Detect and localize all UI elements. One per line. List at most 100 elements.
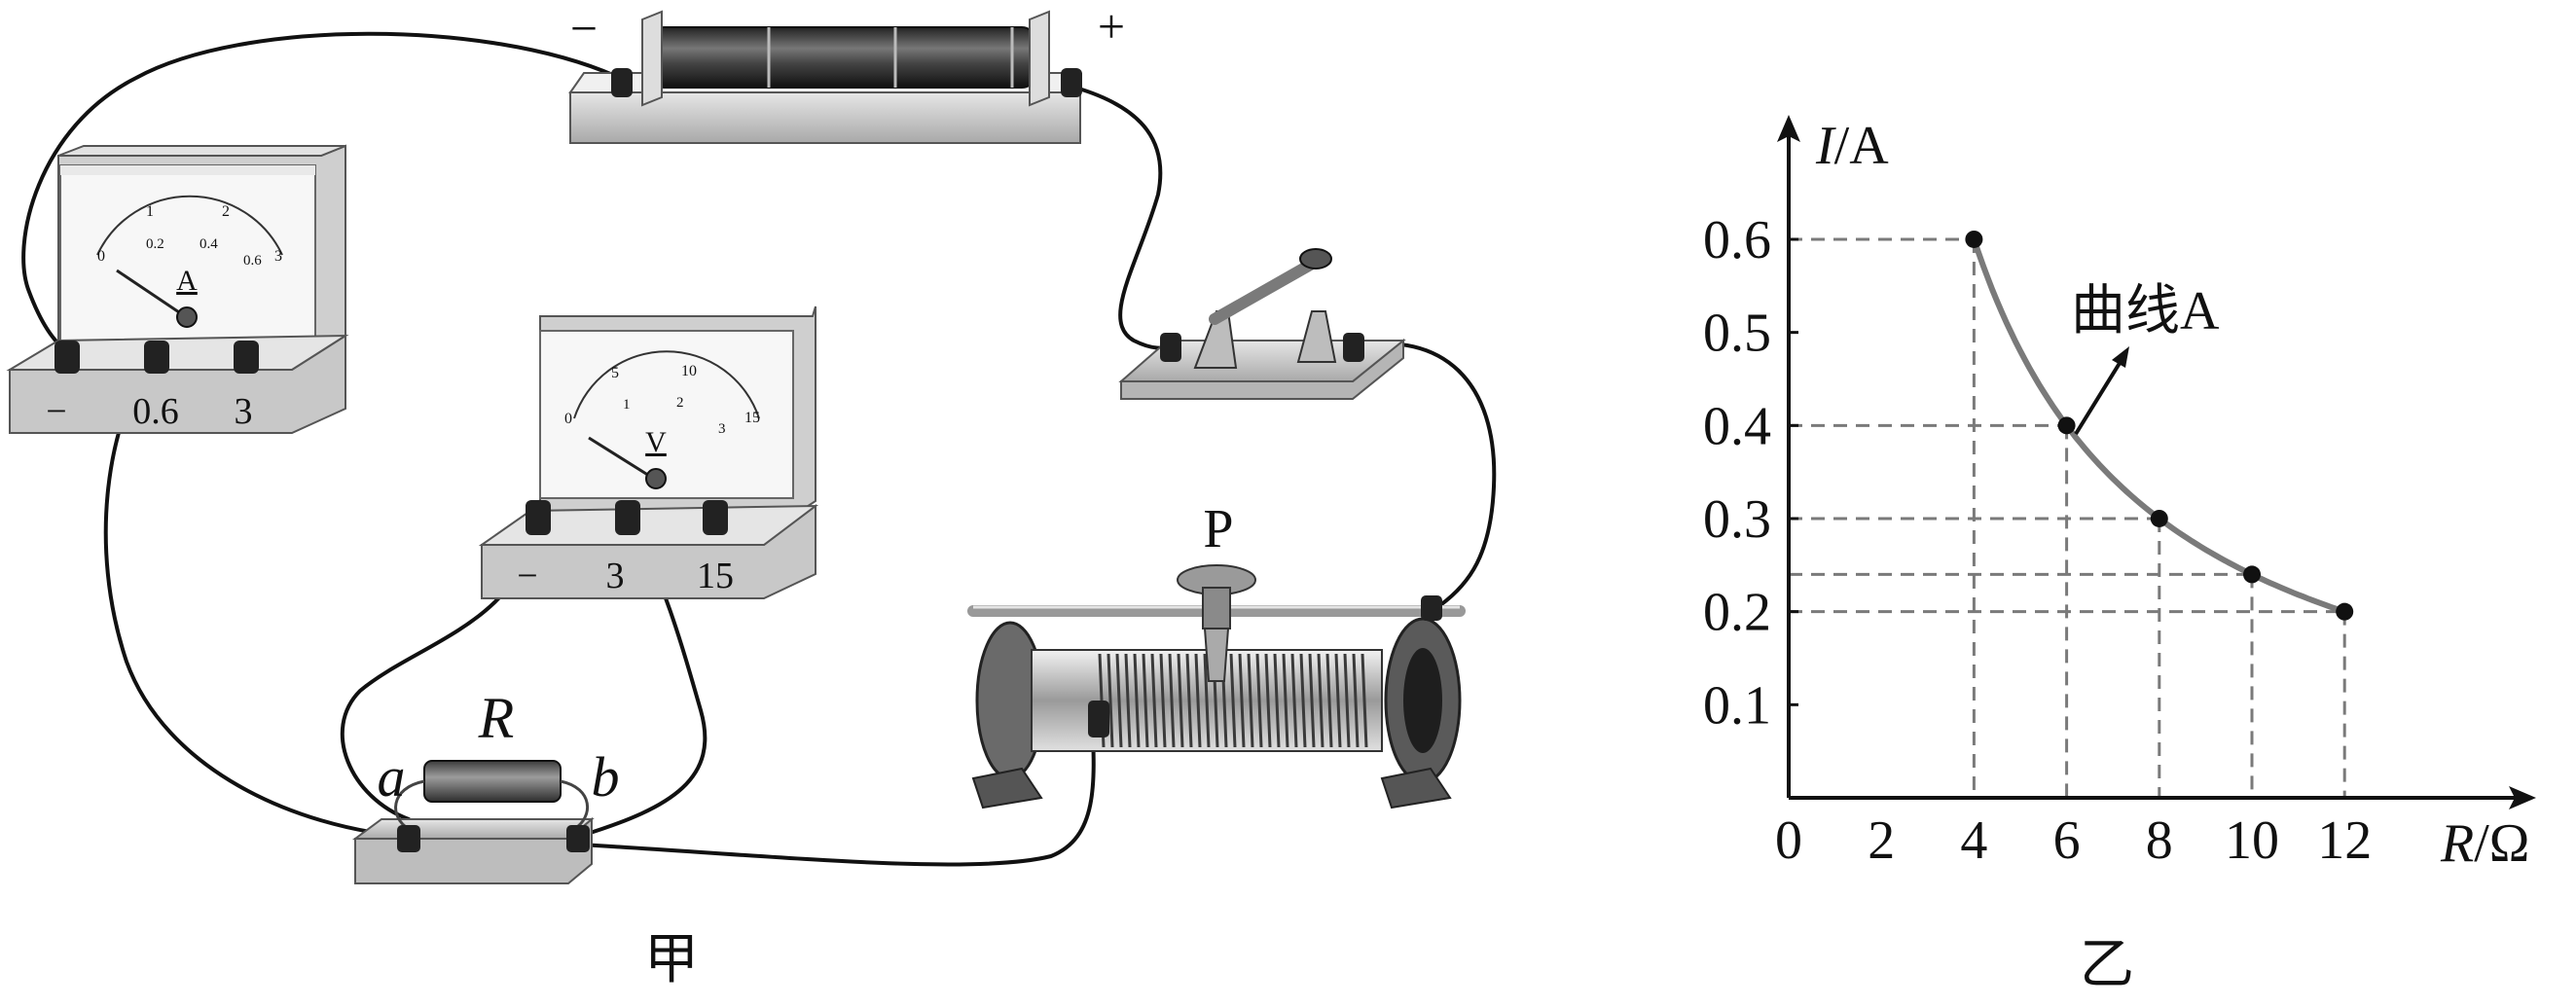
data-point [2336,602,2354,621]
resistor-label: R [478,686,515,750]
voltmeter-terminal-minus: − [517,556,537,596]
coil-turn [1273,653,1281,748]
x-tick-label: 6 [2053,810,2081,871]
data-point [1965,230,1983,248]
wire-battery-to-ammeter [21,31,617,354]
ammeter-scale-bottom-1: 0.4 [200,236,218,252]
y-tick-label: 0.1 [1703,675,1771,736]
coil-turn [1325,653,1333,748]
x-tick-label: 4 [1960,810,1987,871]
ammeter-scale-top-1: 1 [146,203,154,220]
wire-battery-to-switch [1067,84,1175,350]
voltmeter-terminal-3: 3 [606,556,625,596]
battery: − + [568,0,1125,144]
ammeter: 0 1 2 3 0.2 0.4 0.6 A − 0.6 3 [6,144,349,434]
y-axis-label: I/A [1815,116,1889,176]
coil-turn [1168,653,1176,748]
voltmeter: 0 5 10 15 1 2 3 V − 3 15 [478,306,819,599]
voltmeter-scale-top-0: 0 [564,411,572,427]
x-tick-label: 10 [2225,810,2279,871]
coil-turn [1107,653,1114,748]
coil-turn [1185,653,1193,748]
voltmeter-scale-bottom-1: 2 [676,395,684,411]
switch[interactable] [1118,248,1406,400]
coil-turn [1203,653,1211,748]
y-tick-labels: 0.10.20.30.40.50.6 [1703,210,1798,736]
ammeter-scale-bottom-2: 0.6 [243,253,262,269]
resistor: R a b [351,686,620,884]
voltmeter-scale-top-2: 10 [681,363,697,379]
coil-turn [1159,653,1167,748]
coil-turn [1247,653,1254,748]
coil-turn [1124,653,1132,748]
ammeter-scale-top-0: 0 [97,248,105,265]
coil-turn [1238,653,1246,748]
curve-a-label: 曲线A [2071,281,2220,342]
x-axis-label: R/Ω [2440,813,2529,874]
y-tick-label: 0.2 [1703,583,1771,643]
ammeter-terminal-0.6: 0.6 [132,391,179,432]
coil-turn [1308,653,1316,748]
coil-turn [1150,653,1158,748]
chart-axes [1777,115,2536,809]
curve-a-pointer [2074,358,2123,436]
terminal-a-label: a [378,745,406,809]
wire-switch-to-rheostat [1354,342,1497,607]
ammeter-symbol: A [176,265,198,297]
rheostat: P [967,499,1466,809]
figure-jia: − + 0 1 2 3 0.2 0.4 0.6 A − 0.6 [6,0,1497,990]
ammeter-scale-top-2: 2 [222,203,230,220]
x-axis-symbol: R [2440,813,2474,874]
ammeter-scale-bottom-0: 0.2 [146,236,164,252]
coil-turn [1229,653,1237,748]
coil-turn [1290,653,1298,748]
figure-yi-caption: 乙 [2080,935,2134,995]
data-point [2243,565,2261,584]
voltmeter-scale-bottom-0: 1 [623,397,631,413]
x-tick-label: 8 [2146,810,2173,871]
x-tick-labels: 0 2 4 6 8 10 12 [1775,810,2372,871]
coil-turn [1142,653,1149,748]
y-tick-label: 0.5 [1703,304,1771,364]
x-axis-arrow [2509,786,2536,809]
coil-turn [1317,653,1324,748]
ammeter-scale-top-3: 3 [274,248,282,265]
data-point [2057,416,2076,435]
rheostat-slider[interactable] [1177,564,1256,682]
voltmeter-scale-bottom-2: 3 [718,421,726,437]
voltmeter-scale-top-3: 15 [744,410,760,426]
y-axis-arrow [1777,115,1800,142]
x-tick-label: 12 [2317,810,2372,871]
chart-guides [1789,237,2346,798]
y-tick-label: 0.3 [1703,489,1771,550]
voltmeter-symbol: V [645,426,667,458]
x-axis-unit: /Ω [2474,813,2529,874]
x-tick-label: 0 [1775,810,1802,871]
ammeter-terminal-minus: − [46,391,66,432]
ammeter-terminal-3: 3 [235,391,253,432]
voltmeter-terminal-15: 15 [697,556,734,596]
terminal-b-label: b [592,745,620,809]
voltmeter-scale-top-1: 5 [611,365,619,381]
coil-turn [1282,653,1289,748]
coil-turn [1299,653,1307,748]
x-tick-label: 2 [1868,810,1895,871]
curve-a-pointer-head [2112,346,2129,368]
wire-b-to-rheostat [578,710,1096,867]
data-point [2150,509,2168,527]
coil-turn [1194,653,1202,748]
coil-turn [1352,653,1360,748]
coil-turn [1264,653,1272,748]
battery-plus-label: + [1098,0,1125,54]
coil-turn [1334,653,1342,748]
figure-jia-caption: 甲 [644,930,699,990]
y-tick-label: 0.6 [1703,210,1771,270]
coil-turn [1133,653,1141,748]
y-axis-unit: /A [1834,116,1890,176]
coil-turn [1255,653,1263,748]
battery-minus-label: − [570,1,598,55]
data-points [1965,230,2354,621]
coil-turn [1177,653,1184,748]
